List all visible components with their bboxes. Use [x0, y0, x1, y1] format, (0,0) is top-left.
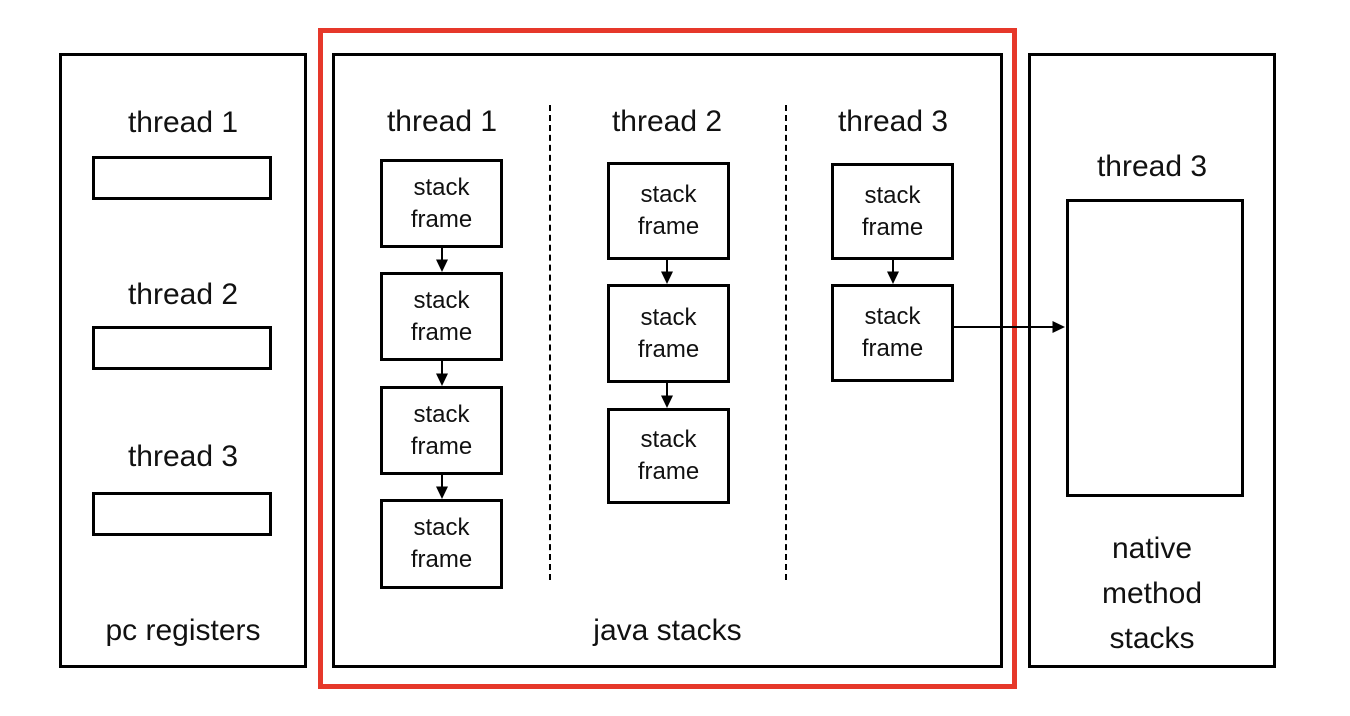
pc-registers-panel: thread 1 thread 2 thread 3 pc registers — [59, 53, 307, 668]
pc-thread-2-register-box — [92, 326, 272, 370]
pc-registers-caption: pc registers — [105, 614, 261, 647]
arrow-right-icon — [954, 319, 1066, 335]
thread-separator-line — [785, 105, 787, 580]
arrow-down-icon — [659, 260, 675, 284]
arrow-down-icon — [885, 260, 901, 284]
stack-frame-box: stack frame — [380, 499, 503, 589]
stack-frame-box: stack frame — [607, 284, 730, 383]
pc-thread-2-label: thread 2 — [127, 278, 239, 311]
arrow-down-icon — [659, 383, 675, 408]
pc-thread-1-register-box — [92, 156, 272, 200]
stack-frame-box: stack frame — [831, 163, 954, 260]
pc-thread-1-label: thread 1 — [127, 106, 239, 139]
java-stacks-caption: java stacks — [593, 614, 742, 647]
thread-separator-line — [549, 105, 551, 580]
arrow-down-icon — [434, 248, 450, 272]
stack-frame-box: stack frame — [607, 408, 730, 504]
native-stack-box — [1066, 199, 1244, 497]
native-method-stacks-caption: native method stacks — [1101, 532, 1203, 655]
stack-frame-box: stack frame — [607, 162, 730, 260]
stack-frame-box: stack frame — [380, 159, 503, 248]
java-thread-2-label: thread 2 — [611, 105, 723, 138]
pc-thread-3-label: thread 3 — [127, 440, 239, 473]
arrow-down-icon — [434, 475, 450, 499]
stack-frame-box: stack frame — [380, 272, 503, 361]
java-thread-3-label: thread 3 — [837, 105, 949, 138]
arrow-down-icon — [434, 361, 450, 386]
stack-frame-box: stack frame — [380, 386, 503, 475]
native-method-stacks-panel: thread 3 native method stacks — [1028, 53, 1276, 668]
stack-frame-box: stack frame — [831, 284, 954, 382]
java-thread-1-label: thread 1 — [386, 105, 498, 138]
java-stacks-panel: thread 1 stack frame stack frame stack f… — [332, 53, 1003, 668]
pc-thread-3-register-box — [92, 492, 272, 536]
native-thread-3-label: thread 3 — [1096, 150, 1208, 183]
